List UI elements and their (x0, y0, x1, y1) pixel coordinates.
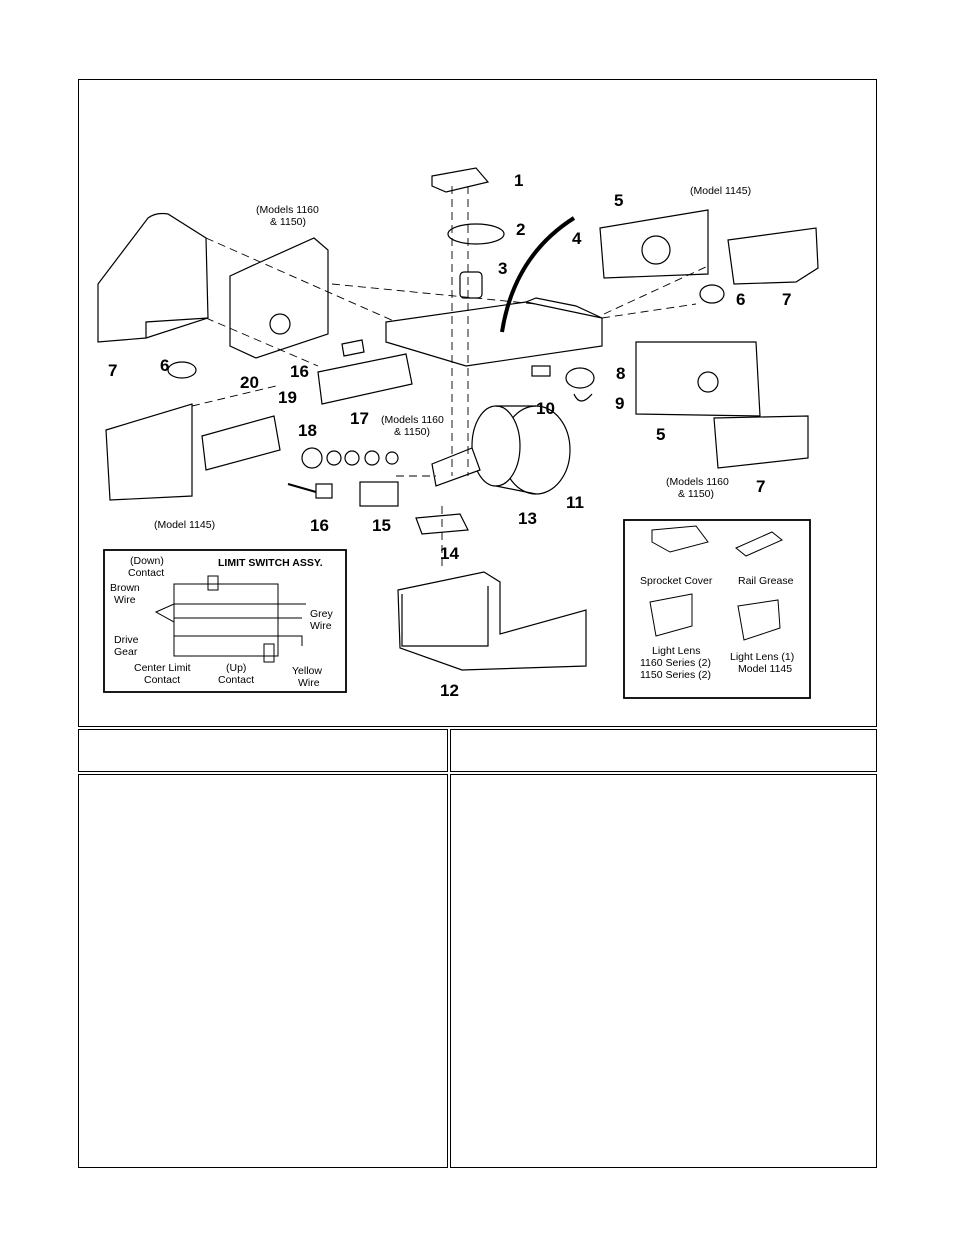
plate-shape (447, 223, 505, 245)
label-center-limit-line1: Center Limit (134, 662, 191, 674)
label-drive-gear-line2: Gear (114, 646, 138, 658)
knob-left-shape (167, 361, 197, 379)
power-cord-shape (500, 216, 576, 333)
label-light-lens-b-line2: Model 1145 (738, 663, 792, 675)
harness-wire-shape (287, 483, 317, 493)
callout-7-right-top: 7 (782, 290, 791, 309)
label-up-contact-line2: Contact (218, 674, 254, 686)
knob-right-shape (699, 284, 725, 304)
label-down-contact-line1: (Down) (130, 555, 164, 567)
label-model-1145-bottom: (Model 1145) (154, 519, 215, 531)
callout-11: 11 (566, 493, 584, 512)
label-up-contact-line1: (Up) (226, 662, 246, 674)
label-light-lens-a-line2: 1160 Series (2) (640, 657, 711, 669)
worm-drive-shape (431, 447, 481, 487)
limit-switch-title: LIMIT SWITCH ASSY. (218, 557, 323, 569)
limit-switch-shape (359, 481, 399, 507)
panel-right-top-shape (599, 209, 709, 279)
limit-switch-inset-drawing (154, 575, 306, 663)
callout-13: 13 (518, 509, 537, 528)
label-light-lens-b-line1: Light Lens (1) (730, 651, 794, 663)
callout-16-upper: 16 (290, 362, 309, 381)
label-drive-gear-line1: Drive (114, 634, 139, 646)
callout-7-left: 7 (108, 361, 117, 380)
callout-15: 15 (372, 516, 391, 535)
label-models-1160-1150-a-line2: & 1150) (270, 216, 306, 228)
bottom-cover-shape (397, 571, 587, 671)
callout-4: 4 (572, 229, 582, 248)
callout-3: 3 (498, 259, 507, 278)
exploded-parts-diagram: 1 2 3 4 5 6 7 8 9 10 11 12 13 14 15 16 1… (96, 146, 830, 710)
callout-6-left: 6 (160, 356, 169, 375)
label-models-1160-1150-c-line1: (Models 1160 (666, 476, 729, 488)
label-yellow-wire-line1: Yellow (292, 665, 322, 677)
label-yellow-wire-line2: Wire (298, 677, 320, 689)
gear-shape (459, 271, 483, 299)
lens-right-lower-shape (713, 415, 809, 469)
callout-8: 8 (616, 364, 625, 383)
callout-16-lower: 16 (310, 516, 329, 535)
callout-19: 19 (278, 388, 297, 407)
logic-board-upper-shape (317, 353, 413, 405)
light-socket-shape (565, 367, 595, 389)
callout-10: 10 (536, 399, 555, 418)
label-models-1160-1150-b-line1: (Models 1160 (381, 414, 444, 426)
table-header-left (78, 729, 448, 772)
chassis-shape (385, 301, 603, 367)
label-light-lens-a-line3: 1150 Series (2) (640, 669, 711, 681)
diagram-frame (78, 79, 877, 727)
callout-14: 14 (440, 544, 459, 563)
label-grey-wire-line1: Grey (310, 608, 334, 620)
label-grey-wire-line2: Wire (310, 620, 332, 632)
parts-table (78, 729, 877, 1168)
cover-left-shape (97, 212, 209, 343)
cover-right-1145-shape (727, 227, 819, 285)
panel-1145-shape (105, 403, 193, 501)
shaft-ring-shape (301, 447, 323, 469)
callout-9: 9 (615, 394, 624, 413)
label-models-1160-1150-a-line1: (Models 1160 (256, 204, 319, 216)
label-brown-wire-line2: Wire (114, 594, 136, 606)
label-brown-wire-line1: Brown (110, 582, 140, 594)
label-model-1145-top: (Model 1145) (690, 185, 751, 197)
label-rail-grease: Rail Grease (738, 575, 794, 587)
callout-7-right-lower: 7 (756, 477, 765, 496)
label-down-contact-line2: Contact (128, 567, 164, 579)
callout-6-right: 6 (736, 290, 745, 309)
label-models-1160-1150-c-line2: & 1150) (678, 488, 714, 500)
callout-20: 20 (240, 373, 259, 392)
callout-1: 1 (514, 171, 523, 190)
callout-17: 17 (350, 409, 369, 428)
label-center-limit-line2: Contact (144, 674, 180, 686)
table-header-right (450, 729, 877, 772)
callout-2: 2 (516, 220, 525, 239)
callout-12: 12 (440, 681, 459, 700)
callout-18: 18 (298, 421, 317, 440)
table-body-left (78, 774, 448, 1168)
accessories-inset-drawing (649, 525, 783, 641)
label-light-lens-a-line1: Light Lens (652, 645, 700, 657)
limit-switch-inset-box (103, 549, 347, 693)
end-panel-shape (229, 237, 329, 359)
table-body-right (450, 774, 877, 1168)
sprocket-bracket-shape (431, 167, 490, 193)
label-sprocket-cover: Sprocket Cover (640, 575, 713, 587)
logic-board-lower-shape (201, 415, 281, 471)
label-models-1160-1150-b-line2: & 1150) (394, 426, 430, 438)
callout-5-top: 5 (614, 191, 623, 210)
callout-5-lower: 5 (656, 425, 665, 444)
